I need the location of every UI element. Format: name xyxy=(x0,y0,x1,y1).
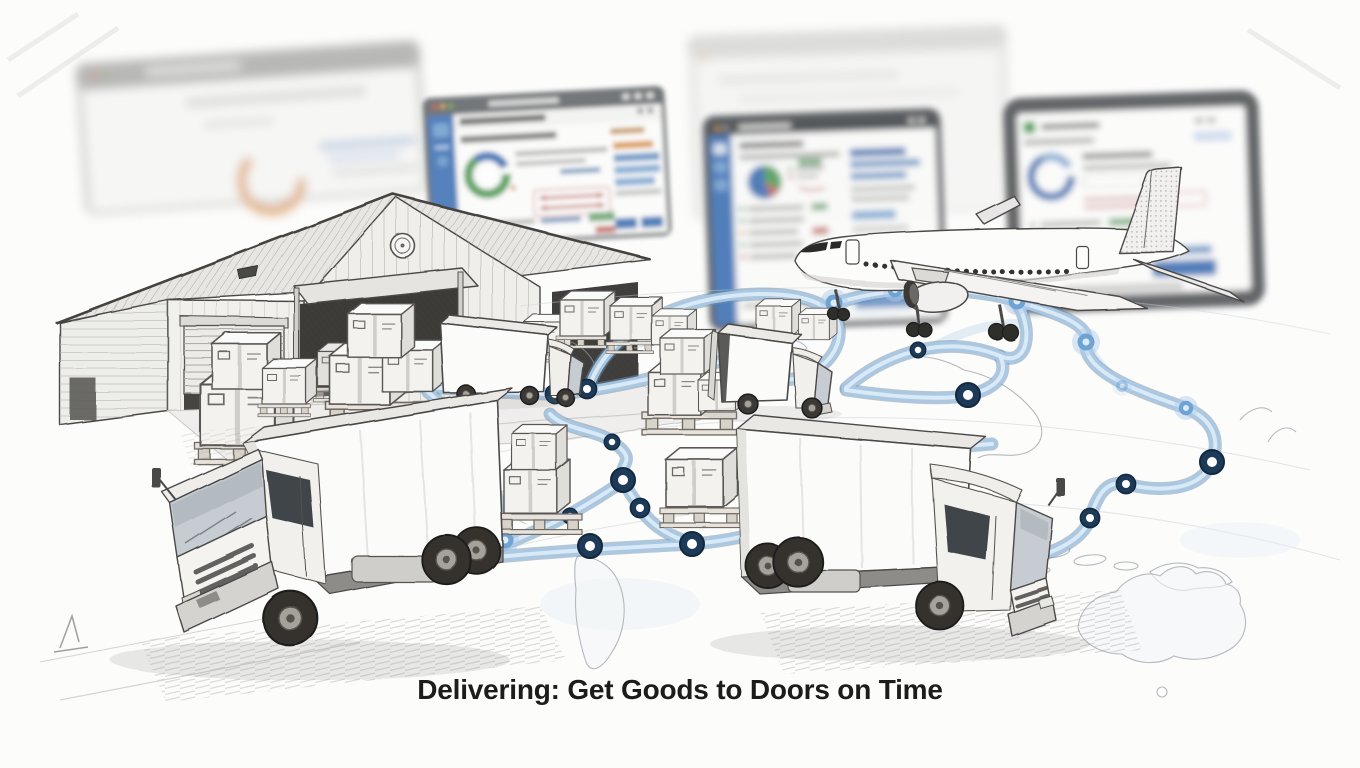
node-glow-icon xyxy=(1112,376,1132,396)
node-glow-icon xyxy=(1072,328,1100,356)
airplane-engine xyxy=(902,267,969,313)
side-mirror-icon xyxy=(1056,478,1065,496)
pallet-stack xyxy=(257,357,319,418)
node-dark-icon xyxy=(577,533,603,559)
wall-lamp-icon xyxy=(237,265,259,280)
map-japan xyxy=(1239,407,1297,443)
gable-medallion-icon xyxy=(390,233,416,259)
airplane-wheels xyxy=(826,306,1020,342)
map-south-america xyxy=(574,555,625,670)
node-dark-icon xyxy=(1115,473,1137,495)
airplane-windows xyxy=(863,261,1069,275)
truck-cab xyxy=(929,463,1065,637)
node-dark-icon xyxy=(1199,449,1225,475)
airplane-fuselage xyxy=(794,227,1190,291)
node-dark-icon xyxy=(629,497,651,519)
node-dark-icon xyxy=(610,467,636,493)
paper-texture xyxy=(6,11,1342,99)
airplane-wing xyxy=(889,259,1149,312)
box-truck-center xyxy=(702,323,842,422)
warehouse-side-door xyxy=(70,378,96,420)
node-dark-icon xyxy=(1079,507,1101,529)
pallet-stack xyxy=(659,446,742,529)
airplane-tail-stabilizer xyxy=(1132,258,1245,303)
airplane-front-door xyxy=(845,239,860,265)
box-truck-right xyxy=(710,414,1090,662)
front-wheel xyxy=(915,581,965,631)
dashboard-screen-left xyxy=(422,86,672,248)
box-truck-left xyxy=(110,387,513,680)
node-dark-icon xyxy=(955,382,981,408)
node-dark-icon xyxy=(909,341,927,359)
airplane xyxy=(794,166,1245,342)
map-tasmania xyxy=(1156,686,1168,698)
side-mirror-icon xyxy=(152,468,161,488)
rear-wheel xyxy=(421,534,473,586)
airplane-far-wing xyxy=(975,195,1021,225)
node-glow-icon xyxy=(1174,396,1198,420)
pencil-caret-mark xyxy=(53,613,89,653)
map-asia-coast xyxy=(879,355,1043,459)
airplane-landing-gear xyxy=(834,289,1006,328)
airplane-cockpit-window-icon xyxy=(800,242,828,253)
rear-wheel xyxy=(772,536,824,588)
caption: Delivering: Get Goods to Doors on Time xyxy=(417,674,943,705)
front-wheel xyxy=(261,589,319,647)
box-truck-warehouse-bay xyxy=(439,314,585,409)
dashboard-screen-far-left xyxy=(75,40,430,216)
node-dark-icon xyxy=(603,433,621,451)
bay-awning xyxy=(293,267,479,305)
truck-cab xyxy=(152,448,327,633)
airplane-rear-door xyxy=(1075,245,1089,269)
background-screens xyxy=(75,24,1265,331)
node-dark-icon xyxy=(679,531,705,557)
